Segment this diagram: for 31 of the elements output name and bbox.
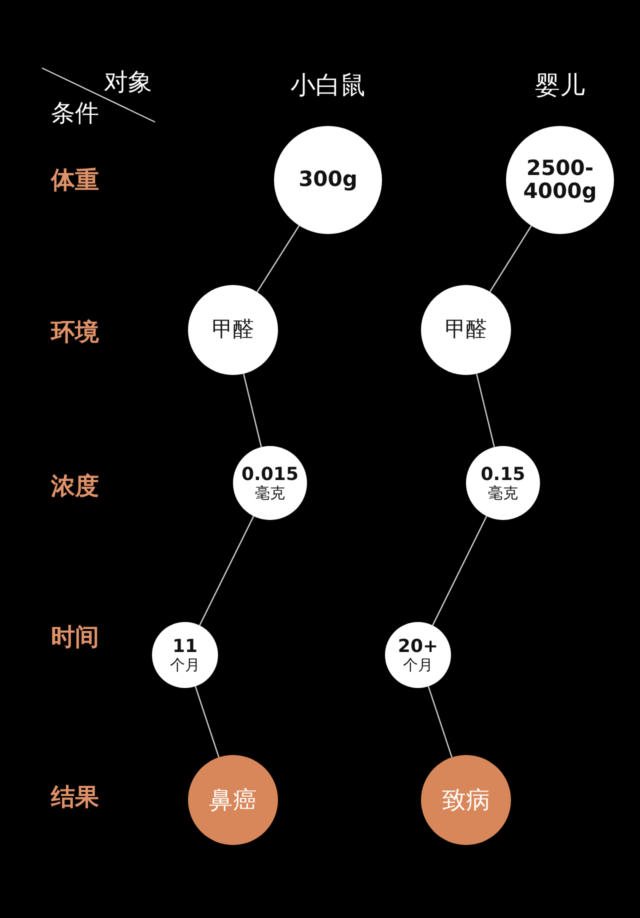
column-header: 婴儿	[535, 70, 585, 102]
unit-text: 毫克	[255, 484, 285, 502]
connector-line	[199, 516, 254, 626]
connector-line	[242, 374, 262, 448]
node-text: 致病	[442, 786, 490, 814]
unit-text: 毫克	[488, 484, 518, 502]
unit-text: 个月	[170, 656, 200, 674]
node-text: 2500-4000g	[522, 156, 598, 204]
node-text: 0.015	[242, 464, 298, 485]
row-label: 结果	[51, 782, 99, 813]
column-header: 小白鼠	[290, 70, 366, 102]
connector-line	[432, 516, 488, 626]
row-label: 浓度	[51, 471, 99, 502]
connector-line	[194, 686, 220, 758]
connector-line	[489, 225, 532, 292]
connector-line	[428, 686, 452, 758]
node-text: 20+	[398, 636, 438, 657]
row-label: 时间	[51, 622, 99, 653]
node-text: 鼻癌	[209, 786, 257, 814]
node-text: 0.15	[480, 464, 526, 485]
header-label: 条件	[51, 98, 99, 129]
node-text: 300g	[298, 168, 358, 192]
unit-text: 个月	[403, 656, 433, 674]
node-text: 11	[172, 636, 198, 657]
row-label: 体重	[51, 165, 99, 196]
node-text: 甲醛	[445, 318, 487, 342]
connector-line	[256, 225, 300, 292]
node-text: 甲醛	[212, 318, 254, 342]
header-label: 对象	[104, 67, 152, 98]
row-label: 环境	[51, 317, 99, 348]
connector-line	[476, 374, 495, 448]
